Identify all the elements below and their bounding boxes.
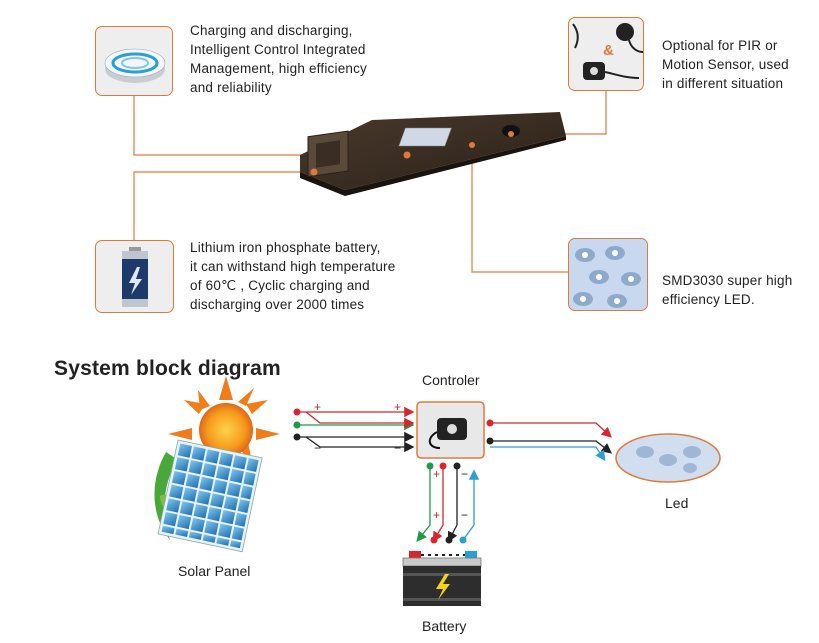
input-wires (297, 406, 415, 453)
wire-terminals-in (293, 408, 301, 441)
battery-wires (416, 466, 480, 543)
battery-label: Battery (422, 618, 467, 634)
battery-thumbnail (95, 240, 174, 313)
plus-sign-in-right: + (394, 400, 402, 414)
ampersand: & (603, 42, 614, 59)
wire-terminals-out (486, 419, 494, 445)
battery-description: Lithium iron phosphate battery, it can w… (190, 240, 396, 312)
solar-panel-label: Solar Panel (178, 563, 251, 579)
led-disc (615, 433, 721, 483)
battery-icon (122, 247, 148, 307)
output-wires (490, 422, 613, 462)
controller-disc-icon (104, 48, 166, 83)
street-lamp (300, 112, 566, 196)
minus-sign-battery-bottom: − (461, 508, 469, 522)
controller-description: Charging and discharging, Intelligent Co… (190, 23, 368, 95)
minus-sign-in-left: − (314, 441, 322, 455)
motion-sensor-icon (572, 23, 643, 80)
plus-sign-battery-bottom: + (433, 508, 441, 522)
battery-block (402, 551, 482, 606)
sensor-description: Optional for PIR or Motion Sensor, used … (662, 38, 789, 91)
controller-box (416, 401, 485, 459)
led-label: Led (665, 495, 689, 511)
sun-icon (168, 376, 280, 462)
minus-sign-in-right: − (394, 441, 402, 455)
controller-label: Controler (422, 372, 480, 388)
controller-thumbnail (95, 26, 173, 96)
led-thumbnail (568, 238, 648, 311)
diagram-title: System block diagram (54, 357, 281, 380)
plus-sign-battery-top: + (433, 467, 441, 481)
plus-sign-in-left: + (314, 400, 322, 414)
led-chip-icon (573, 246, 641, 308)
led-description: SMD3030 super high efficiency LED. (662, 273, 793, 307)
minus-sign-battery-top: − (461, 467, 469, 481)
solar-panel-graphic (154, 376, 280, 553)
sensor-thumbnail: & (568, 17, 644, 91)
wire-terminals-battery (426, 462, 467, 544)
